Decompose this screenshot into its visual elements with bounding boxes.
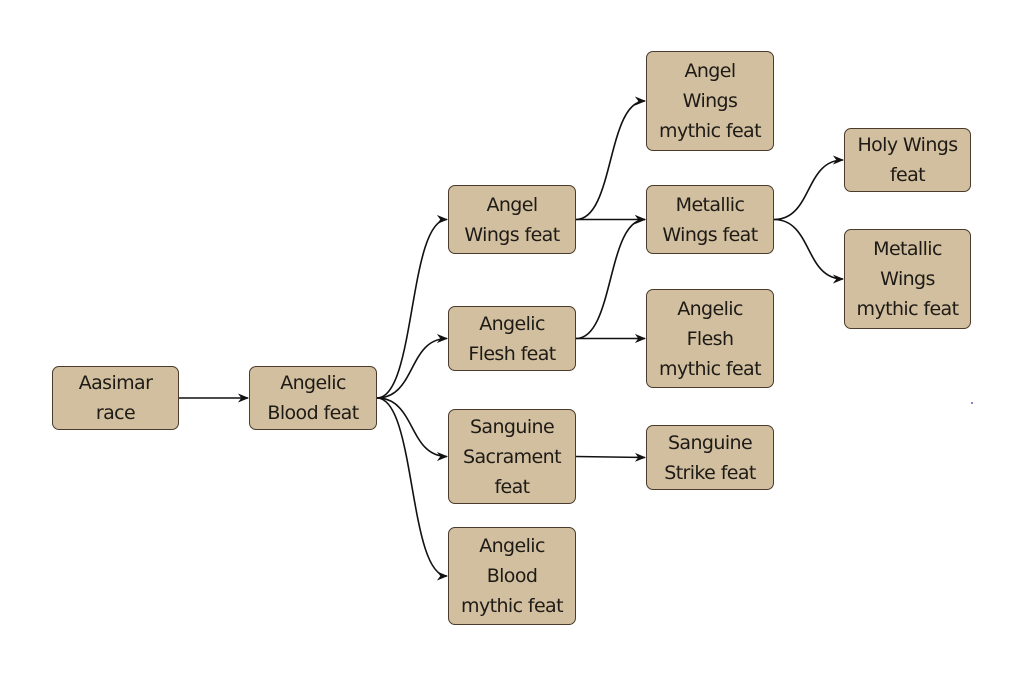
edge-metallic-wings-feat-to-metallic-wings-mythic-feat xyxy=(773,218,845,284)
node-label-line: feat xyxy=(494,475,530,498)
node-label-line: mythic feat xyxy=(659,120,761,142)
node-label-line: feat xyxy=(889,164,926,186)
node-label-line: Angelic xyxy=(479,312,545,335)
edge-sanguine-sacrament-feat-to-sanguine-strike-feat xyxy=(575,452,647,462)
node-label-line: Sacrament xyxy=(463,445,562,468)
node-label-line: mythic feat xyxy=(856,298,959,320)
node-label-line: Angel xyxy=(486,193,538,216)
node-label-line: Blood xyxy=(486,565,538,587)
node-holy-wings-feat: Holy Wings feat xyxy=(844,128,971,192)
node-label-line: Holy Wings xyxy=(857,134,958,156)
edge-angelic-flesh-feat-to-metallic-wings-feat xyxy=(575,215,647,340)
node-label-line: Metallic xyxy=(873,238,942,260)
edge-angelic-blood-feat-to-angel-wings-feat xyxy=(376,215,449,399)
node-label-line: Angelic xyxy=(280,372,346,394)
node-label-line: Blood feat xyxy=(267,402,359,424)
edge-angel-wings-feat-to-angel-wings-mythic-feat xyxy=(575,96,647,221)
node-label-line: Metallic xyxy=(675,193,745,216)
node-label-line: race xyxy=(95,402,136,424)
node-label-line: Wings xyxy=(880,268,935,290)
node-label-line: Wings feat xyxy=(662,223,758,246)
edge-angelic-blood-feat-to-angelic-flesh-feat xyxy=(376,334,449,399)
node-label-line: Angelic xyxy=(479,535,545,557)
node-label-line: Flesh xyxy=(686,327,734,350)
node-label-line: mythic feat xyxy=(461,595,563,617)
edge-angelic-blood-feat-to-angelic-blood-mythic-feat xyxy=(376,397,449,581)
node-label-line: Angel xyxy=(684,60,736,82)
node-label-line: mythic feat xyxy=(659,357,761,380)
node-label-line: Sanguine xyxy=(469,415,555,438)
node-label-line: Wings xyxy=(682,90,738,112)
node-label-line: Sanguine xyxy=(667,431,753,454)
edge-angelic-blood-feat-to-sanguine-sacrament-feat xyxy=(376,397,449,461)
node-label-line: Strike feat xyxy=(664,461,756,484)
node-label-line: Aasimar xyxy=(78,372,153,394)
stray-dot xyxy=(971,402,973,404)
node-aasimar-race: Aasimar race xyxy=(52,366,179,430)
edge-metallic-wings-feat-to-holy-wings-feat xyxy=(773,155,845,221)
node-label-line: Wings feat xyxy=(464,223,560,246)
node-label-line: Flesh feat xyxy=(468,342,556,365)
node-label-line: Angelic xyxy=(677,297,743,320)
